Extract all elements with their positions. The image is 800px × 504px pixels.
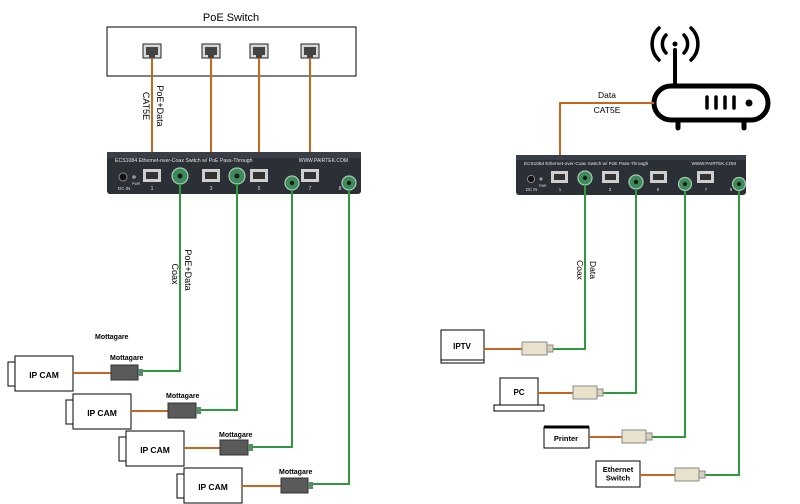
port-number-7-left: 7 (309, 186, 312, 192)
rj45-port-7-left (301, 169, 319, 182)
rj45-port-3-right (602, 171, 619, 183)
poe-switch-port-2 (201, 43, 221, 59)
pwr-label-left: PWR (132, 182, 141, 186)
mottagare-receiver-1 (110, 364, 139, 381)
rj45-port-5-left (250, 169, 268, 182)
device-model-text-right: ECS1084 Ethernet-over-Coax Switch w/ PoE… (524, 161, 649, 166)
poe-switch: PoE Switch (106, 12, 357, 77)
poe-switch-port-1 (142, 43, 162, 59)
coax-port-6-right (677, 176, 693, 192)
camera-group-3: IP CAM Mottagare (118, 430, 253, 467)
port-number-1-left: 1 (151, 186, 154, 192)
iptv-device: IPTV (440, 329, 554, 364)
port-number-3-left: 3 (210, 186, 213, 192)
dc-in-label-right: DC IN (526, 187, 537, 192)
mottagare-label-2: Mottagare (166, 393, 200, 400)
receiver-printer (621, 429, 647, 444)
mottagare-label-1: Mottagare (110, 355, 144, 362)
pc-device: PC (493, 377, 604, 412)
poe-switch-title: PoE Switch (203, 12, 259, 24)
port-number-5-right: 5 (657, 187, 660, 192)
rj45-port-7-right (697, 171, 714, 183)
camera-group-2: IP CAM Mottagare (65, 393, 201, 430)
mottagare-receiver-4 (280, 477, 309, 494)
camera-group-4: IP CAM Mottagare (176, 467, 313, 504)
coax-cables-right (553, 185, 740, 476)
coax-port-4-left (228, 167, 246, 185)
device-brand-text-right: WWW.PAIRTEK.COM (692, 161, 737, 166)
mottagare-top-label: Mottagare (95, 334, 129, 341)
port-number-3-right: 3 (609, 187, 612, 192)
dc-in-label-left: DC IN (118, 186, 130, 191)
device-label-iptv: IPTV (453, 342, 471, 351)
cat5e-cable-right (559, 102, 654, 175)
ip-cam-label-4: IP CAM (198, 482, 228, 492)
coax-switch-right: ECS1084 Ethernet-over-Coax Switch w/ PoE… (516, 155, 747, 195)
cat5e-label-right: CAT5E (594, 105, 621, 115)
pwr-label-right: PWR (539, 184, 547, 188)
coax-data-label-right: Data (588, 261, 598, 279)
poe-data-label-left: PoE+Data (155, 85, 165, 126)
poe-switch-port-3 (249, 43, 269, 59)
mottagare-label-4: Mottagare (279, 469, 313, 476)
ip-cam-label-1: IP CAM (29, 370, 59, 380)
device-brand-text-left: WWW.PAIRTEK.COM (299, 158, 348, 164)
coax-port-8-right (731, 176, 747, 192)
mottagare-receiver-2 (167, 402, 197, 419)
receiver-iptv (521, 341, 548, 356)
coax-label-left: Coax (170, 263, 180, 285)
poe-switch-port-4 (300, 43, 320, 59)
data-label-right: Data (598, 90, 616, 100)
rj45-port-5-right (650, 171, 667, 183)
coax-label-right: Coax (575, 260, 585, 281)
coax-port-2-right (577, 170, 593, 186)
device-label-printer: Printer (554, 434, 578, 443)
rj45-port-3-left (202, 169, 220, 182)
rj45-port-1-right (551, 171, 568, 183)
device-model-text-left: ECS1084 Ethernet-over-Coax Switch w/ PoE… (115, 158, 253, 164)
cat5e-label-left: CAT5E (141, 92, 151, 120)
receiver-ethernet-switch (674, 467, 700, 482)
port-number-5-left: 5 (258, 186, 261, 192)
port-number-8-left: 8 (339, 186, 342, 192)
coax-port-8-left (341, 175, 357, 191)
ip-cam-label-2: IP CAM (87, 408, 117, 418)
printer-device: Printer (543, 425, 653, 449)
ip-cam-label-3: IP CAM (140, 445, 170, 455)
receiver-pc (572, 385, 598, 400)
mottagare-receiver-3 (219, 439, 249, 456)
port-number-8-right: 8 (730, 187, 733, 192)
port-number-7-right: 7 (705, 187, 708, 192)
camera-group-1: IP CAM Mottagare (7, 355, 144, 392)
device-label-pc: PC (513, 388, 524, 397)
coax-poe-data-label-left: PoE+Data (183, 249, 193, 290)
rj45-port-1-left (143, 169, 161, 182)
coax-switch-left: ECS1084 Ethernet-over-Coax Switch w/ PoE… (107, 152, 361, 194)
coax-cables-left (142, 184, 350, 485)
coax-port-2-left (171, 167, 189, 185)
coax-port-6-left (284, 175, 300, 191)
port-number-1-right: 1 (559, 187, 562, 192)
coax-port-4-right (628, 174, 644, 190)
wifi-router-icon (650, 26, 771, 131)
mottagare-label-3: Mottagare (219, 432, 253, 439)
